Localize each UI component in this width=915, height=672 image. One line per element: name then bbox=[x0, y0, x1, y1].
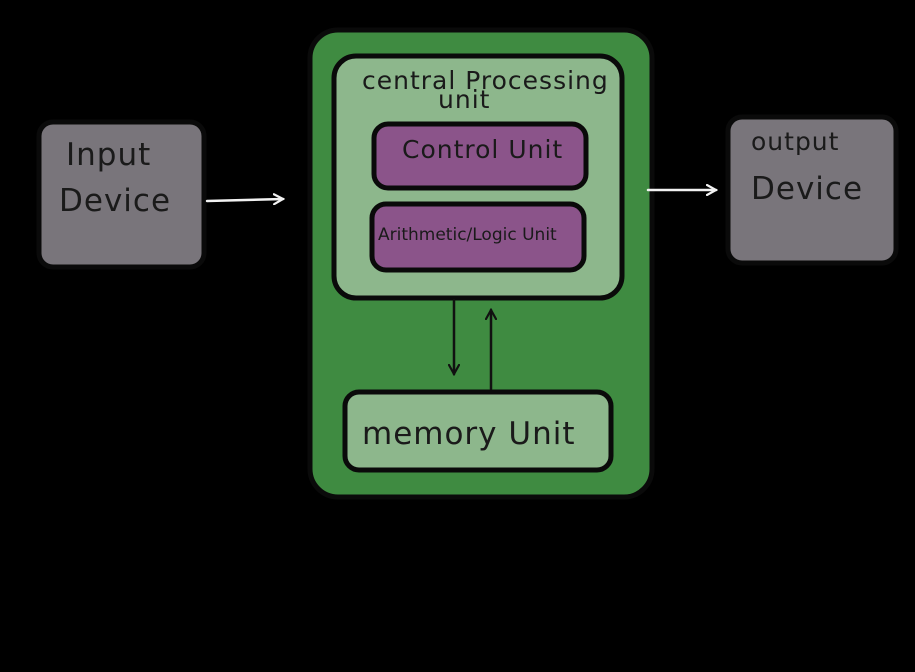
input-device-box: Input Device bbox=[36, 119, 207, 270]
output-device-label-line1: output bbox=[751, 127, 839, 156]
input-to-cpu-arrow bbox=[205, 199, 283, 201]
cpu-title-line2: unit bbox=[438, 85, 490, 114]
control-unit-box: Control Unit bbox=[371, 121, 589, 191]
input-device-label-line2: Device bbox=[59, 183, 171, 219]
output-device-box: output Device bbox=[725, 114, 899, 266]
output-device-label-line2: Device bbox=[751, 171, 863, 207]
memory-unit-box: memory Unit bbox=[342, 389, 614, 473]
cpu-title-line1: central Processing bbox=[362, 66, 609, 95]
memory-unit-label: memory Unit bbox=[362, 416, 575, 452]
alu-label: Arithmetic/Logic Unit bbox=[378, 225, 557, 245]
alu-box: Arithmetic/Logic Unit bbox=[369, 201, 587, 273]
control-unit-label: Control Unit bbox=[402, 135, 563, 164]
input-device-label-line1: Input bbox=[66, 137, 151, 173]
